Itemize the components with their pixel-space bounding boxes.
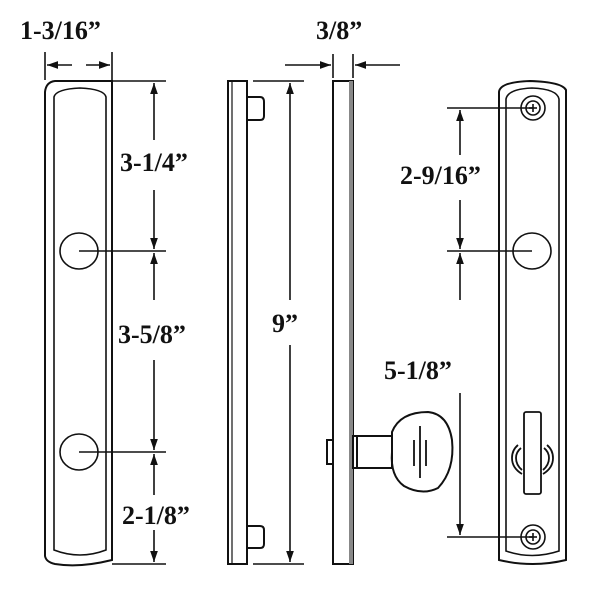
hole-spacing-label: 3-5/8” [118, 320, 186, 349]
thumb-turn-knob [352, 410, 454, 493]
interior-side-view [326, 80, 354, 565]
width-dimension [44, 52, 113, 80]
top-screw-to-center-hole-label: 2-9/16” [400, 161, 481, 190]
exterior-front-plate [44, 80, 113, 567]
top-to-first-hole-label: 3-1/4” [120, 148, 188, 177]
thickness-label: 3/8” [316, 16, 363, 45]
height-dimension [253, 80, 304, 565]
view1-vertical-dimensions [79, 80, 166, 565]
width-label: 1-3/16” [20, 16, 101, 45]
center-hole-to-bottom-screw-label: 5-1/8” [384, 356, 452, 385]
latch-lever [511, 411, 554, 495]
thickness-dimension [285, 54, 400, 78]
view4-vertical-dimensions [447, 107, 533, 538]
interior-front-plate [498, 79, 567, 565]
bottom-to-second-hole-label: 2-1/8” [122, 501, 190, 530]
overall-height-label: 9” [272, 309, 298, 338]
exterior-side-view [227, 80, 265, 565]
